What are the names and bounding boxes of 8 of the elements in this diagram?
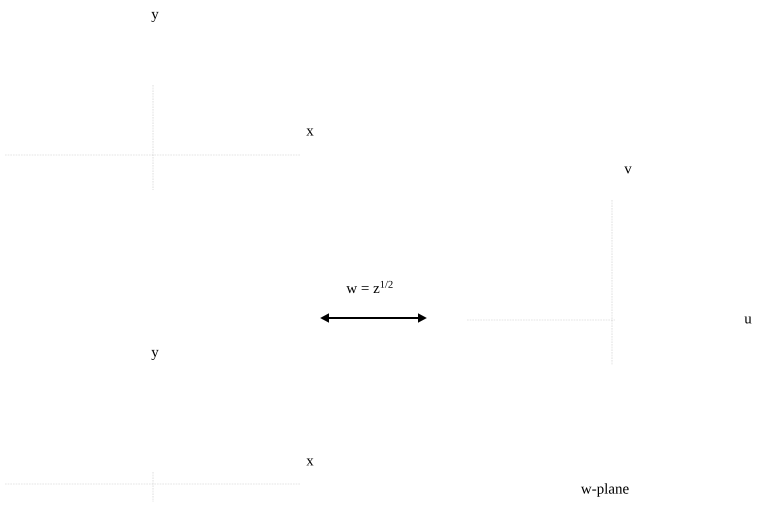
axis-label: u [744, 316, 752, 324]
axis-label: x [306, 458, 314, 466]
axis-label: y [151, 12, 159, 22]
axis-label: y [151, 350, 159, 360]
mapping-equation: w = z$^{1/2}$ [346, 280, 393, 294]
axis-label: v [624, 166, 632, 174]
plane-label: w-plane [580, 483, 629, 497]
axis-label: x [306, 128, 314, 136]
